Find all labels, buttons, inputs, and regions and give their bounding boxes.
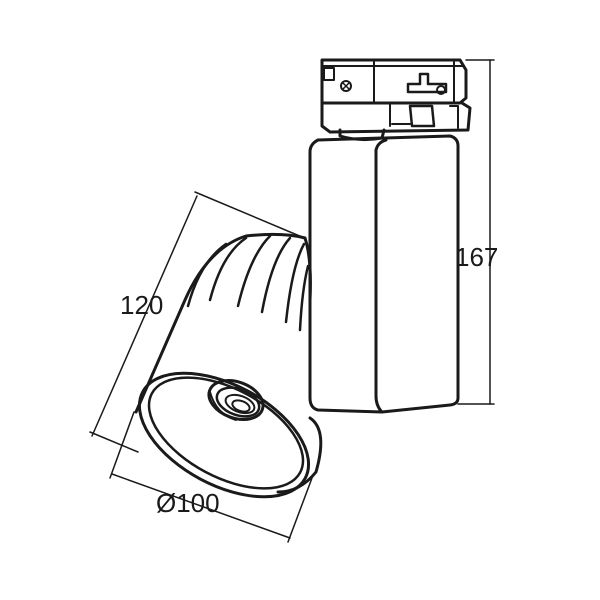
dimension-diameter	[109, 411, 313, 543]
lens-icon	[207, 379, 265, 421]
screw-icon	[340, 80, 352, 92]
dimension-height	[457, 59, 495, 405]
driver-box	[308, 134, 460, 414]
height-dimension-label: 167	[455, 242, 498, 272]
dimension-length	[89, 191, 303, 453]
lamp-head	[134, 232, 323, 499]
length-dimension-label: 120	[120, 290, 163, 320]
track-adapter	[320, 58, 472, 142]
diameter-dimension-label: Ø100	[156, 488, 220, 518]
